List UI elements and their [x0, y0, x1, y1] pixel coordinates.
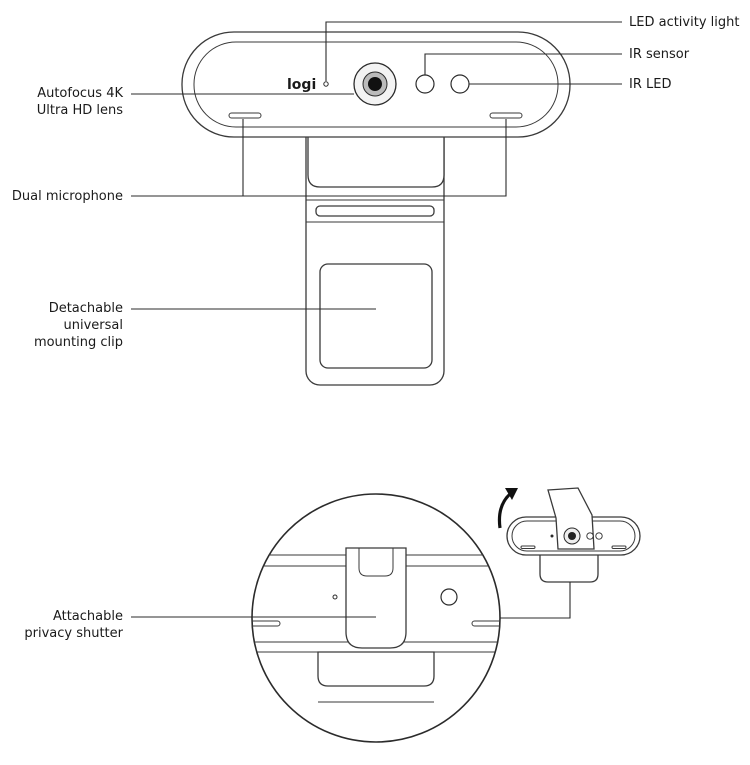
label-led-activity-light: LED activity light [629, 15, 740, 30]
label-privacy-shutter-line-1: Attachable [52, 609, 123, 624]
label-lens-line-1: Autofocus 4K [37, 86, 123, 101]
ir-sensor [415, 74, 435, 94]
reference-webcam [497, 487, 641, 619]
magnified-view [251, 493, 501, 743]
label-mounting-clip-line-2: universal [63, 318, 123, 333]
logi-logo: logi [287, 77, 316, 93]
rotate-arrow-icon [497, 492, 512, 529]
label-ir-sensor: IR sensor [629, 47, 690, 62]
privacy-shutter [345, 547, 407, 649]
label-privacy-shutter-line-2: privacy shutter [24, 626, 123, 641]
webcam-front-view: logi [181, 31, 571, 386]
clip-upper-panel [307, 134, 445, 188]
leader-lines-top [131, 21, 622, 310]
microphone-right [489, 112, 523, 119]
lens-core [368, 77, 382, 91]
label-privacy-shutter: Attachable privacy shutter [24, 608, 123, 642]
label-lens: Autofocus 4K Ultra HD lens [37, 85, 123, 119]
label-dual-microphone: Dual microphone [11, 189, 123, 204]
label-mounting-clip-line-3: mounting clip [33, 335, 123, 350]
reference-shutter-flap [547, 487, 595, 550]
label-mounting-clip: Detachable universal mounting clip [34, 300, 123, 351]
label-mounting-clip-line-1: Detachable [48, 301, 123, 316]
label-ir-led: IR LED [629, 77, 672, 92]
microphone-left [228, 112, 262, 119]
led-activity-light [323, 81, 329, 87]
clip-lower-panel [319, 263, 433, 369]
ir-led [450, 74, 470, 94]
clip-hinge [315, 205, 435, 217]
label-lens-line-2: Ultra HD lens [36, 103, 123, 118]
